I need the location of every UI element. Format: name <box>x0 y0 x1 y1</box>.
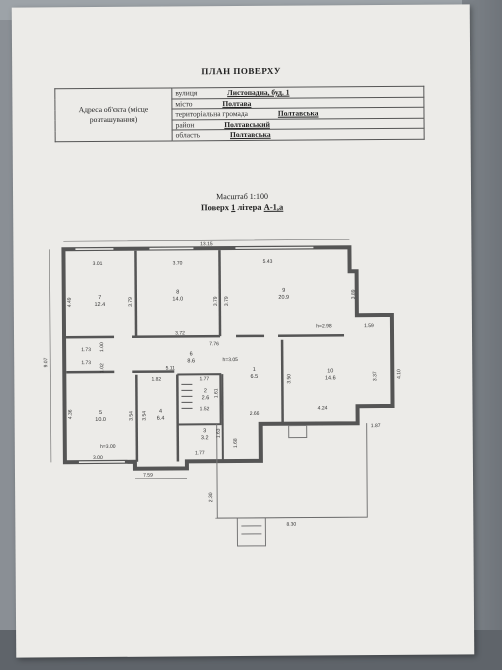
dim-163: 1.63 <box>216 428 222 438</box>
dim-266: 2.66 <box>250 411 260 417</box>
dim-436: 4.36 <box>68 409 74 419</box>
wall-3-4 <box>176 374 180 462</box>
room-3-number: 3 <box>203 428 206 434</box>
wall-1-10 <box>280 339 284 424</box>
dim-379b: 3.79 <box>213 296 219 306</box>
room-6-area: 8.6 <box>187 358 195 364</box>
dim-759: 7.59 <box>143 473 153 479</box>
dim-830: 8.30 <box>286 522 296 528</box>
outer-walls <box>61 245 395 471</box>
porch-steps <box>236 517 267 547</box>
dim-177a: 1.77 <box>199 376 209 382</box>
room-9-area: 20.9 <box>278 295 289 301</box>
room-4-number: 4 <box>159 409 162 415</box>
dim-337: 3.37 <box>372 371 378 381</box>
walls-bath <box>177 373 222 426</box>
dim-354b: 3.54 <box>142 411 148 421</box>
dim-177b: 1.77 <box>195 450 205 456</box>
dim-left-total: 9.07 <box>43 357 49 367</box>
room-labels: 7 12.4 8 14.0 9 20.9 6 8.6 1 6.5 10 14.6… <box>94 288 336 442</box>
dim-300: 3.00 <box>93 455 103 461</box>
dimension-labels: 13.15 3.01 3.70 5.43 4.49 3.79 3.79 3.79… <box>43 241 402 528</box>
dim-230: 2.30 <box>208 492 214 502</box>
document-sheet: ПЛАН ПОВЕРХУ Адреса об'єкта (місце розта… <box>11 4 475 658</box>
room-2-number: 2 <box>204 388 207 394</box>
dim-389: 3.89 <box>351 289 357 299</box>
dim-182: 1.82 <box>151 377 161 383</box>
wall-3-east <box>221 374 224 462</box>
dim-h298: h=2.98 <box>316 323 332 329</box>
dim-511: 5.11 <box>166 365 176 371</box>
floor-plan: 7 12.4 8 14.0 9 20.9 6 8.6 1 6.5 10 14.6… <box>43 238 402 547</box>
dim-410: 4.10 <box>396 369 402 379</box>
room-5-area: 10.0 <box>95 417 106 423</box>
dim-379c: 3.79 <box>224 296 230 306</box>
dim-161: 1.61 <box>213 388 219 398</box>
dim-173a: 1.73 <box>81 347 91 353</box>
dim-168: 1.68 <box>233 438 239 448</box>
dim-152: 1.52 <box>200 406 210 412</box>
dim-173b: 1.73 <box>81 360 91 366</box>
windows <box>75 246 314 470</box>
dim-424: 4.24 <box>318 405 328 411</box>
room-1-area: 6.5 <box>250 374 258 380</box>
room-6-number: 6 <box>190 351 193 357</box>
room-7-area: 12.4 <box>94 302 105 308</box>
room-1-number: 1 <box>253 367 256 373</box>
dim-372: 3.72 <box>175 330 185 336</box>
dim-187: 1.87 <box>371 423 381 429</box>
dim-449: 4.49 <box>67 297 73 307</box>
room-10-number: 10 <box>327 368 333 374</box>
dim-h300: h=3.00 <box>100 444 116 450</box>
dim-354a: 3.54 <box>129 411 135 421</box>
room-10-area: 14.6 <box>325 375 336 381</box>
dim-159: 1.59 <box>364 323 374 329</box>
dim-350: 3.50 <box>286 374 292 384</box>
room-8-area: 14.0 <box>172 296 183 302</box>
room-4-area: 6.4 <box>157 416 165 422</box>
dim-h305: h=3.05 <box>222 357 238 363</box>
room-9-number: 9 <box>282 288 285 294</box>
room-7-number: 7 <box>98 295 101 301</box>
room-8-number: 8 <box>176 289 179 295</box>
stairs <box>181 383 193 409</box>
dim-102: 1.02 <box>99 363 105 373</box>
wall-rooms-corridor-north <box>66 334 345 339</box>
room-5-number: 5 <box>99 410 102 416</box>
dimension-lines <box>49 238 368 519</box>
dim-r8-width: 3.70 <box>173 260 183 266</box>
dim-top-total: 13.15 <box>200 241 213 247</box>
wall-corridor-south-west <box>66 370 175 374</box>
wall-8-9 <box>218 250 222 337</box>
dim-379a: 3.79 <box>128 297 134 307</box>
entrance-steps <box>288 425 308 439</box>
dim-100: 1.00 <box>99 342 105 352</box>
wall-4-5 <box>135 374 139 462</box>
room-3-area: 3.2 <box>201 435 209 441</box>
room-2-area: 2.6 <box>202 395 210 401</box>
dim-r9-width: 5.43 <box>263 259 273 265</box>
wall-7-8 <box>134 250 138 337</box>
dim-r7-width: 3.01 <box>93 261 103 267</box>
dim-776: 7.76 <box>209 341 219 347</box>
